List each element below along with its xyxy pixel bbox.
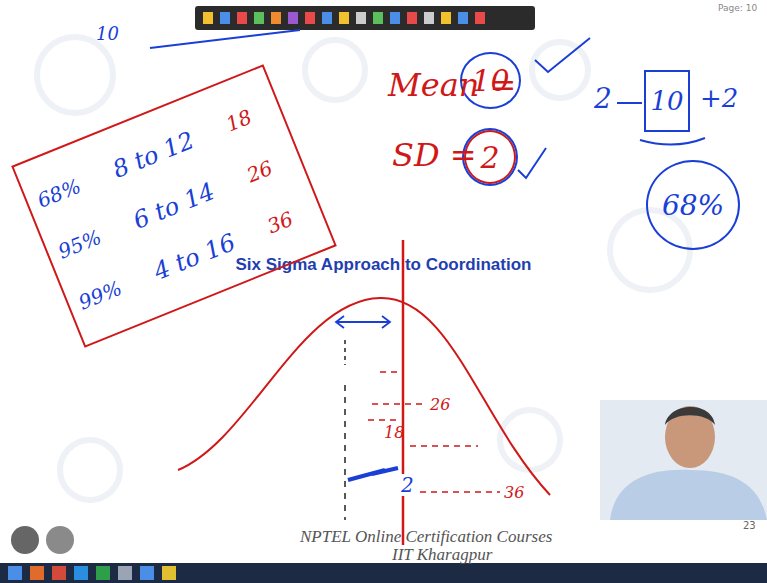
page-number: Page: 10 xyxy=(718,4,757,14)
value-text: 68% xyxy=(662,189,724,222)
minus-sigma: 2 xyxy=(594,84,612,115)
curve-value: 18 xyxy=(384,424,404,442)
sd-label: SD = xyxy=(392,138,477,173)
curve-value: 36 xyxy=(504,484,524,502)
sigma-arrow xyxy=(336,316,390,328)
percent-label: 99% xyxy=(75,268,143,314)
sigma-line xyxy=(344,340,346,365)
presenter-background xyxy=(600,400,767,520)
logo xyxy=(46,526,74,554)
pen-scribble xyxy=(348,468,398,480)
pen-underline xyxy=(640,138,705,145)
logo xyxy=(11,526,39,554)
level-lines xyxy=(368,372,500,492)
spread-value: 36 xyxy=(264,199,314,238)
toolbar xyxy=(195,6,535,30)
pen-dash xyxy=(617,102,642,104)
range-label: 4 to 16 xyxy=(150,221,257,286)
bell-curve xyxy=(178,298,550,495)
mean-line xyxy=(402,240,405,545)
spread-value: 26 xyxy=(243,148,293,187)
mean-label: Mean = xyxy=(388,68,516,103)
mean-box: 10 xyxy=(644,70,690,132)
value-text: 2 xyxy=(480,140,499,175)
taskbar-icons xyxy=(8,566,176,580)
check-mark xyxy=(518,148,546,178)
presenter-hair xyxy=(665,407,715,425)
percent-label: 95% xyxy=(55,218,123,264)
percent-label: 68% xyxy=(34,167,102,213)
sigma-line xyxy=(344,385,346,520)
pen-stroke xyxy=(150,30,300,48)
curve-value: 26 xyxy=(430,396,450,414)
footer-institute: IIT Kharagpur xyxy=(392,546,492,565)
footer-course: NPTEL Online Certification Courses xyxy=(300,528,552,547)
spread-value: 18 xyxy=(223,98,273,137)
toolbar-icons xyxy=(203,12,485,24)
slide-number: 23 xyxy=(743,520,756,531)
slide-title: Six Sigma Approach to Coordination xyxy=(0,256,767,275)
value-text: 10 xyxy=(650,86,683,116)
percent-circle: 68% xyxy=(646,160,740,250)
curve-value: 2 xyxy=(399,474,416,496)
taskbar xyxy=(0,563,767,583)
presenter-head xyxy=(665,406,715,468)
range-label: 8 to 12 xyxy=(109,119,216,184)
range-label: 6 to 14 xyxy=(129,170,236,235)
presenter-shirt xyxy=(610,470,767,520)
plus-sigma: +2 xyxy=(700,84,738,113)
check-mark xyxy=(535,38,590,72)
pen-number: 10 xyxy=(96,24,119,44)
